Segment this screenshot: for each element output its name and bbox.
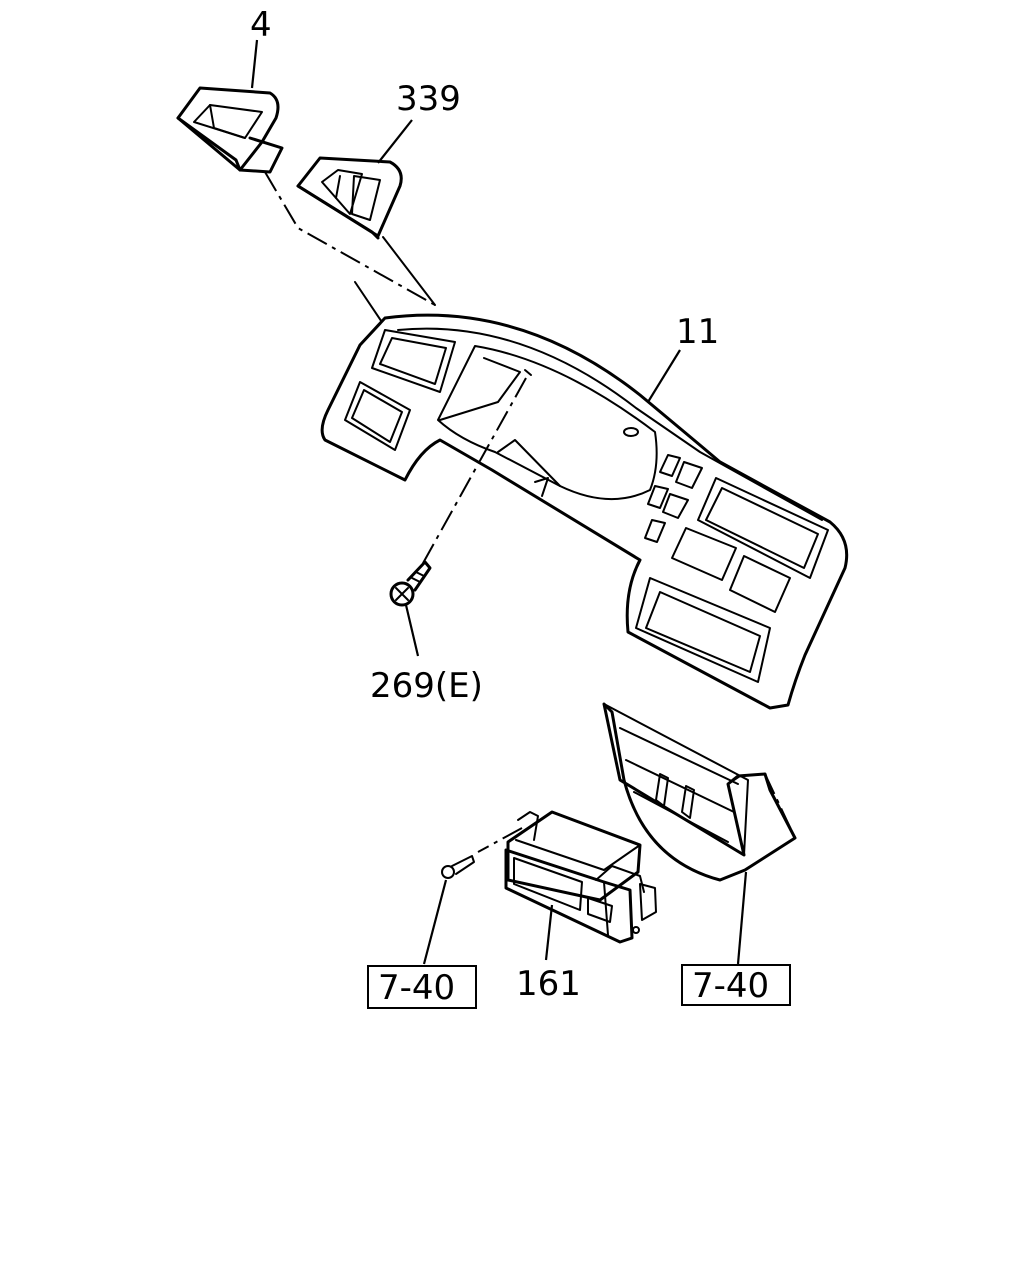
projection-lines-switches bbox=[264, 171, 436, 306]
part-11-instrument-panel bbox=[320, 313, 849, 710]
leader-part-4 bbox=[250, 39, 259, 89]
leader-part-269e bbox=[404, 604, 420, 657]
leader-part-339 bbox=[377, 119, 413, 164]
part-4-switch-bezel bbox=[176, 86, 284, 174]
ref-box-left: 7-40 bbox=[367, 965, 477, 1009]
svg-text:7-40: 7-40 bbox=[692, 966, 769, 1006]
projection-line-339 bbox=[382, 236, 436, 306]
leader-ref-left bbox=[422, 879, 448, 965]
callout-part-4: 4 bbox=[250, 5, 272, 45]
leader-ref-right bbox=[736, 871, 748, 965]
callout-part-339: 339 bbox=[396, 79, 461, 119]
callout-part-11: 11 bbox=[676, 312, 719, 352]
part-339-switch-bezel bbox=[296, 156, 403, 240]
module-screw bbox=[441, 827, 523, 879]
callout-part-269e: 269(E) bbox=[370, 666, 483, 706]
part-269e-screw bbox=[389, 377, 527, 607]
part-161-module bbox=[504, 810, 657, 944]
svg-text:7-40: 7-40 bbox=[378, 968, 455, 1008]
ref-box-right: 7-40 bbox=[681, 964, 791, 1006]
leader-part-11 bbox=[647, 349, 681, 403]
lower-console-bezel bbox=[602, 702, 797, 882]
leader-part-161 bbox=[544, 904, 554, 961]
callout-part-161: 161 bbox=[516, 964, 581, 1004]
